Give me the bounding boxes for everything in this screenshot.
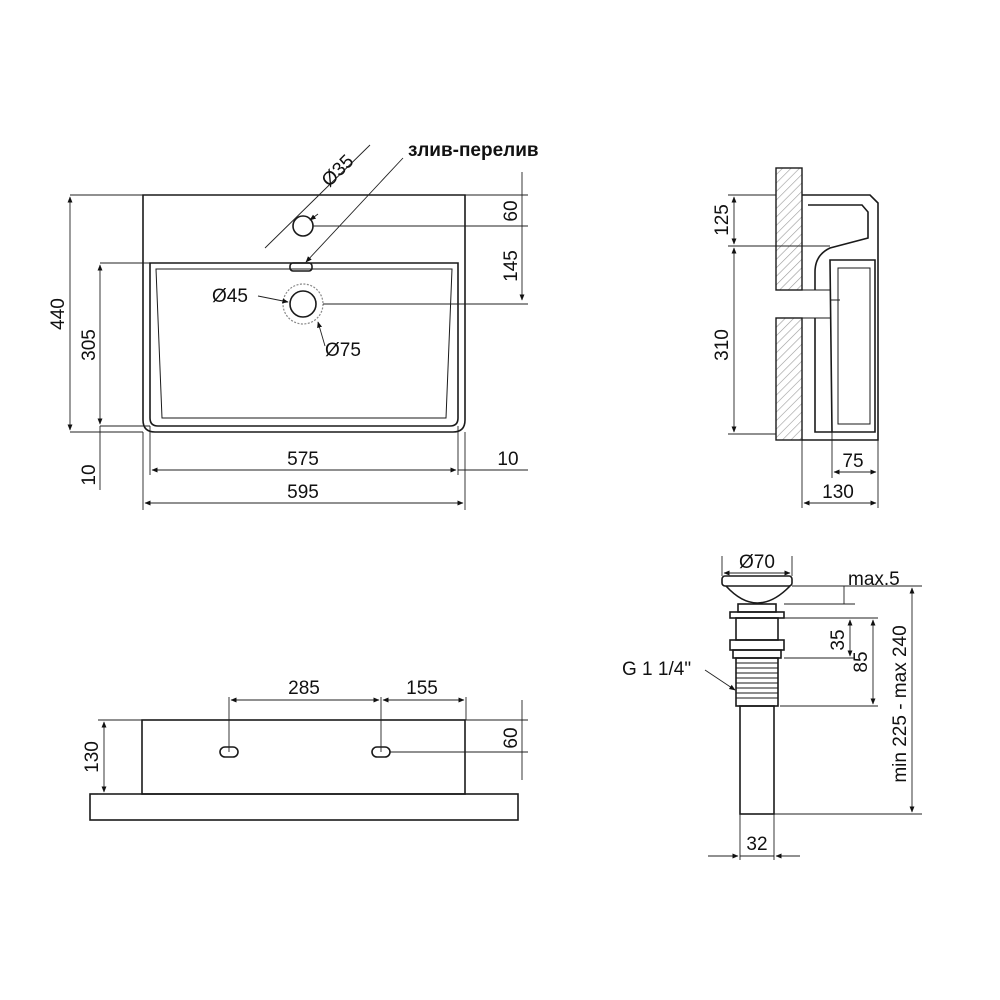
dim-310: 310 — [712, 329, 733, 361]
dim-60-hole: 60 — [501, 727, 522, 748]
dim-130-height: 130 — [82, 741, 103, 773]
dim-285: 285 — [288, 678, 320, 699]
dim-130-depth: 130 — [822, 482, 854, 503]
label-drain-diameter: Ø45 — [212, 286, 248, 307]
dim-145: 145 — [501, 250, 522, 282]
dim-10-front: 10 — [79, 464, 100, 485]
overflow-slot — [289, 262, 313, 272]
label-max5: max.5 — [848, 569, 900, 590]
dim-10-side: 10 — [497, 449, 518, 470]
drain-hole — [289, 290, 317, 318]
dim-440: 440 — [48, 298, 69, 330]
dim-85: 85 — [851, 651, 872, 672]
dim-range: min 225 - max 240 — [890, 625, 911, 782]
dim-32: 32 — [746, 834, 767, 855]
dim-595: 595 — [287, 482, 319, 503]
drain-ring — [282, 283, 324, 325]
dim-75: 75 — [842, 451, 863, 472]
dim-155: 155 — [406, 678, 438, 699]
top-view: 440 305 10 60 145 575 10 595 Ø35 злив-пе… — [48, 140, 539, 510]
dim-35: 35 — [828, 629, 849, 650]
label-overflow: злив-перелив — [408, 140, 539, 161]
label-tap-diameter: Ø35 — [318, 151, 358, 191]
dim-305: 305 — [79, 329, 100, 361]
dim-575: 575 — [287, 449, 319, 470]
label-thread: G 1 1/4" — [622, 659, 691, 680]
label-ring-diameter: Ø75 — [325, 340, 361, 361]
tap-hole — [292, 215, 314, 237]
side-section: 125 310 75 130 — [712, 167, 879, 508]
dim-60-tap: 60 — [501, 200, 522, 221]
drain-valve: Ø70 max.5 35 85 min 225 - max 240 G 1 1/… — [622, 552, 922, 860]
dim-125: 125 — [712, 204, 733, 236]
dim-70: Ø70 — [739, 552, 775, 573]
front-view: 285 155 130 60 — [82, 678, 528, 821]
valve-thread — [735, 657, 779, 707]
